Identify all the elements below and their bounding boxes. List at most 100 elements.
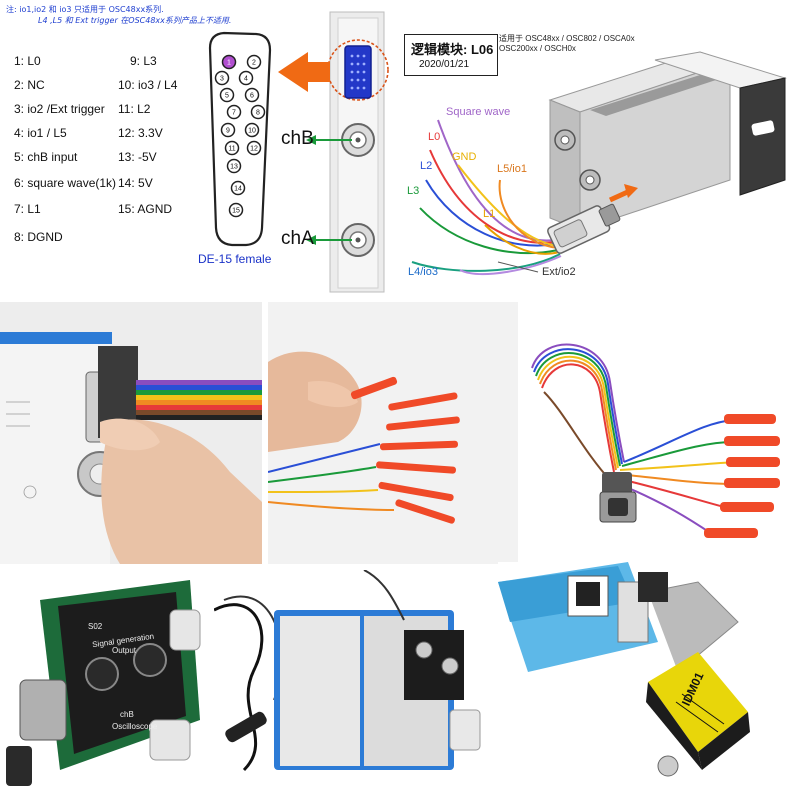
module-box: [548, 51, 787, 231]
de15-shell-outline: [208, 31, 272, 247]
pin-label-2: 2: NC: [14, 78, 45, 92]
device-panel-left: [280, 616, 360, 766]
module-date: 2020/01/21: [419, 59, 470, 70]
module-badge: 逻辑模块: L06 2020/01/21: [404, 34, 498, 76]
de15-pin-number-9: 9: [226, 128, 230, 135]
device-blue-trim: [0, 332, 112, 344]
note-line-1: 注: io1,io2 和 io3 只适用于 OSC48xx系列.: [6, 5, 164, 14]
wire-label-l5io1: L5/io1: [497, 163, 527, 175]
module-orange-arrow: [624, 184, 638, 198]
module-applies-line-2: OSC200xx / OSCH0x: [499, 44, 576, 53]
wire-label-l0: L0: [428, 131, 441, 143]
de15-pin-number-1: 1: [227, 60, 231, 67]
de15-pin-hole-8: [250, 104, 266, 120]
orange-arrow: [278, 52, 330, 92]
pin-label-8: 8: DGND: [14, 230, 63, 244]
photo-test-clips-in-hand: [268, 302, 518, 564]
de15-pin-number-14: 14: [234, 186, 242, 193]
wire-bundle: [411, 119, 562, 276]
highlight-ring: [327, 39, 389, 101]
cha-label: chA: [281, 228, 314, 249]
ribbon-cable: [647, 581, 739, 673]
de15-pin-hole-4: [238, 70, 254, 86]
de15-pin-hole-7: [226, 104, 242, 120]
compatibility-note: 注: io1,io2 和 io3 只适用于 OSC48xx系列. L4 ,L5 …: [6, 4, 231, 26]
de15-pin-number-10: 10: [248, 128, 256, 135]
wire-label-l3: L3: [407, 185, 420, 197]
board-label-output: Output: [112, 646, 137, 655]
de15-pin-number-6: 6: [250, 93, 254, 100]
pin-label-6: 6: square wave(1k): [14, 176, 117, 190]
photo-full-test-cable: [524, 302, 800, 564]
db15-port: [19, 679, 67, 741]
note-line-2: L4 ,L5 和 Ext trigger 在OSC48xx系列产品上不适用.: [38, 16, 232, 25]
pin-label-9: 9: L3: [130, 54, 157, 68]
pin-label-5: 5: chB input: [14, 150, 78, 164]
photo-idm01-module: IDM01: [498, 562, 800, 800]
red-test-clips: [704, 414, 780, 538]
black-panel: [58, 592, 186, 754]
de15-pin-number-15: 15: [232, 208, 240, 215]
device-side-panel: [327, 11, 389, 293]
photo-signal-adapter: S02 Signal generation Output chB Oscillo…: [0, 570, 208, 800]
de15-pin-hole-9: [220, 122, 236, 138]
de15-pin-number-8: 8: [256, 110, 260, 117]
de15-pin-hole-14: [230, 180, 246, 196]
de15-pin-number-7: 7: [232, 110, 236, 117]
de15-pin-hole-2: [246, 54, 262, 70]
de15-pin-hole-10: [244, 122, 260, 138]
de15-pin-hole-13: [226, 158, 242, 174]
board-label-chb: chB: [120, 710, 134, 719]
de15-pin-number-5: 5: [225, 93, 229, 100]
wire-label-l1: L1: [483, 208, 496, 220]
de15-pin-hole-5: [219, 87, 235, 103]
pin-label-3: 3: io2 /Ext trigger: [14, 102, 105, 116]
hand: [101, 419, 262, 564]
de15-pin-hole-11: [224, 140, 240, 156]
de15-pin-hole-3: [214, 70, 230, 86]
board-label-oscilloscope: Oscilloscope: [112, 722, 158, 731]
photo-oscilloscope-with-probes: [214, 570, 492, 800]
wire-label-l4io3: L4/io3: [408, 266, 438, 278]
de15-pin-hole-15: [228, 202, 244, 218]
wire-label-gnd: GND: [452, 151, 477, 163]
pin-label-10: 10: io3 / L4: [118, 78, 178, 92]
de15-pin-number-11: 11: [228, 146, 235, 153]
pin-label-14: 14: 5V: [118, 176, 153, 190]
red-test-clips: [350, 376, 460, 524]
wire-label-extio2: Ext/io2: [542, 266, 576, 278]
label-leader-lines: [497, 261, 539, 273]
green-arrow-cha: [306, 235, 352, 245]
pin-label-4: 4: io1 / L5: [14, 126, 67, 140]
de15-pin-number-4: 4: [244, 76, 248, 83]
de15-pin-hole-1: [221, 54, 237, 70]
pin-label-15: 15: AGND: [118, 202, 173, 216]
pin-label-11: 11: L2: [118, 102, 151, 116]
de15-pin-number-3: 3: [220, 76, 224, 83]
ribbon-cable: [136, 380, 262, 420]
de15-pin-number-13: 13: [230, 164, 238, 171]
pin-label-7: 7: L1: [14, 202, 41, 216]
board-label-s02: S02: [88, 622, 103, 631]
de15-pin-hole-12: [246, 140, 262, 156]
module-bnc-connectors: [554, 129, 601, 191]
green-arrow-chb: [306, 135, 352, 145]
module-applies: 适用于 OSC48xx / OSC802 / OSCA0x OSC200xx /…: [499, 34, 635, 54]
de15-pin-number-2: 2: [252, 60, 256, 67]
db15-connector: [599, 472, 637, 523]
pin-label-13: 13: -5V: [118, 150, 157, 164]
idm-module: [648, 652, 748, 752]
db15-plug: [547, 203, 621, 254]
de15-label: DE-15 female: [198, 252, 272, 266]
de15-pin-number-12: 12: [250, 146, 258, 153]
clip-wires: [268, 443, 395, 511]
logic-module-illustration: [411, 51, 787, 276]
chb-label: chB: [281, 128, 314, 149]
photo-cable-plugged-in: [0, 302, 262, 564]
module-applies-line-1: 适用于 OSC48xx / OSC802 / OSCA0x: [499, 34, 635, 43]
de15-pin-hole-6: [244, 87, 260, 103]
wire-label-l2: L2: [420, 160, 433, 172]
pin-label-1: 1: L0: [14, 54, 41, 68]
